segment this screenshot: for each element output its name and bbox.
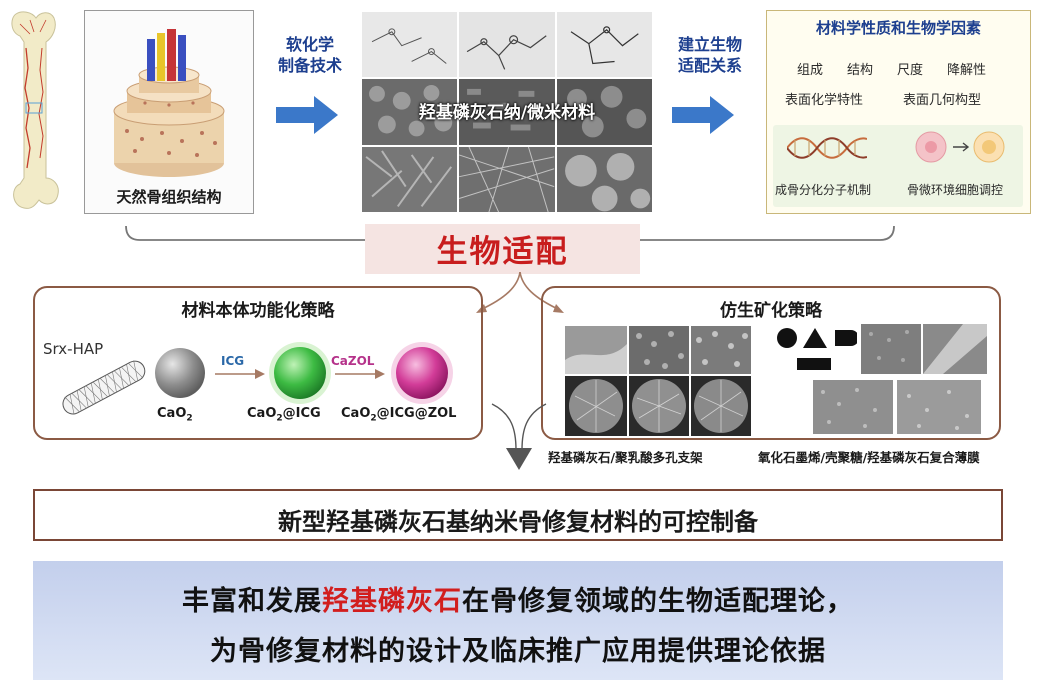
- sem-image: [861, 324, 921, 374]
- fork-arrows: [476, 272, 564, 313]
- cao2-icg-zol-label: CaO2@ICG@ZOL: [341, 406, 456, 424]
- conclusion-line1-post: 在骨修复领域的生物适配理论，: [462, 586, 854, 617]
- step2-label: 建立生物 适配关系: [662, 34, 758, 76]
- result-text: 新型羟基磷灰石基纳米骨修复材料的可控制备: [278, 508, 758, 536]
- reaction-arrow-icon: [215, 369, 265, 379]
- cao2-icg-zol-name: CaO: [341, 406, 371, 421]
- conclusion-line1-pre: 丰富和发展: [182, 586, 322, 617]
- core-label-background: [365, 224, 640, 274]
- mechanism-osteogenic: 成骨分化分子机制: [775, 183, 872, 197]
- arrow-label-cazol: CaZOL: [331, 354, 375, 368]
- sem-image: [691, 376, 751, 436]
- right-arrow-icon: [276, 96, 338, 134]
- conclusion-line2: 为骨修复材料的设计及临床推广应用提供理论依据: [210, 636, 826, 667]
- nanotube-illustration: [62, 360, 146, 415]
- factors-panel: 材料学性质和生物学因素 组成 结构 尺度 降解性 表面化学特性 表面几何构型 成…: [766, 10, 1031, 214]
- step2-line1: 建立生物: [677, 35, 742, 54]
- mechanism-microenvironment: 骨微环境细胞调控: [907, 183, 1004, 197]
- film-shapes-photo: [777, 328, 857, 370]
- sem-image-grid: [362, 12, 652, 212]
- biomimetic-mineralization-panel: 仿生矿化策略: [541, 286, 1001, 440]
- result-panel: 新型羟基磷灰石基纳米骨修复材料的可控制备: [33, 489, 1003, 541]
- nanotube-label: Srx-HAP: [43, 340, 104, 358]
- cao2-label: CaO2: [157, 406, 193, 424]
- osteon-cylinder-illustration: [113, 29, 225, 177]
- factor-degradability: 降解性: [947, 63, 987, 78]
- core-label: 生物适配: [436, 234, 569, 270]
- sem-image: [556, 79, 652, 145]
- mineralization-strategy-title: 仿生矿化策略: [720, 301, 822, 321]
- sem-image: [923, 324, 987, 374]
- sem-image: [691, 326, 751, 374]
- dna-helix-icon: [787, 137, 867, 159]
- cao2-sphere: [155, 348, 205, 398]
- cao2-icg-subscript: 2: [276, 413, 283, 424]
- step1-label: 软化学 制备技术: [268, 34, 352, 76]
- cao2-icg-sphere: [269, 342, 331, 404]
- sem-image: [629, 376, 689, 436]
- sem-image: [813, 380, 893, 434]
- sem-label: 羟基磷灰石纳/微米材料: [418, 103, 596, 123]
- sem-image: [897, 380, 981, 434]
- mechanism-panel: 成骨分化分子机制 骨微环境细胞调控: [773, 125, 1023, 207]
- sem-image: [565, 326, 627, 374]
- factors-title: 材料学性质和生物学因素: [815, 19, 981, 37]
- sem-image: [459, 12, 555, 78]
- factor-surface-geometry: 表面几何构型: [903, 93, 982, 108]
- factor-scale: 尺度: [897, 63, 924, 78]
- bone-structure-panel: 天然骨组织结构: [84, 10, 254, 214]
- sem-image: [556, 146, 652, 212]
- cao2-icg-suffix: @ICG: [282, 406, 321, 421]
- step2-line2: 适配关系: [677, 56, 742, 75]
- sem-image: [362, 79, 458, 145]
- cao2-name: CaO: [157, 406, 187, 421]
- sem-image: [459, 79, 555, 145]
- bulk-functionalization-panel: 材料本体功能化策略 Srx-HAP CaO2 ICG CaO2@ICG CaZO…: [33, 286, 483, 440]
- arrow-label-icg: ICG: [221, 354, 245, 368]
- film-caption: 氧化石墨烯/壳聚糖/羟基磷灰石复合薄膜: [758, 450, 980, 465]
- cell-transition-icon: [915, 131, 1005, 163]
- bulk-strategy-title: 材料本体功能化策略: [181, 301, 335, 321]
- factor-surface-chemistry: 表面化学特性: [785, 93, 864, 108]
- cao2-subscript: 2: [186, 413, 193, 424]
- factor-structure: 结构: [847, 63, 874, 78]
- sem-image: [629, 326, 689, 374]
- sem-image: [362, 146, 458, 212]
- cao2-icg-name: CaO: [247, 406, 277, 421]
- factor-composition: 组成: [797, 63, 824, 78]
- bone-structure-caption: 天然骨组织结构: [116, 188, 222, 206]
- step1-line2: 制备技术: [277, 56, 342, 75]
- reaction-arrow-icon: [335, 369, 385, 379]
- conclusion-line1: 丰富和发展羟基磷灰石在骨修复领域的生物适配理论，: [33, 579, 1003, 618]
- conclusion-panel: 丰富和发展羟基磷灰石在骨修复领域的生物适配理论， 为骨修复材料的设计及临床推广应…: [33, 561, 1003, 680]
- step1-line1: 软化学: [285, 35, 334, 54]
- cao2-icg-zol-subscript: 2: [370, 413, 377, 424]
- femur-bone-illustration: [11, 11, 59, 209]
- conclusion-highlight: 羟基磷灰石: [322, 586, 462, 617]
- merge-arrow: [491, 403, 547, 470]
- sem-image: [459, 146, 555, 212]
- sem-image: [556, 12, 652, 78]
- cao2-icg-zol-suffix: @ICG@ZOL: [376, 406, 457, 421]
- right-arrow-icon: [672, 96, 734, 134]
- sem-image: [362, 12, 458, 78]
- scaffold-caption: 羟基磷灰石/聚乳酸多孔支架: [548, 450, 703, 465]
- sem-image: [565, 376, 627, 436]
- cao2-icg-label: CaO2@ICG: [247, 406, 321, 424]
- cao2-icg-zol-sphere: [391, 342, 453, 404]
